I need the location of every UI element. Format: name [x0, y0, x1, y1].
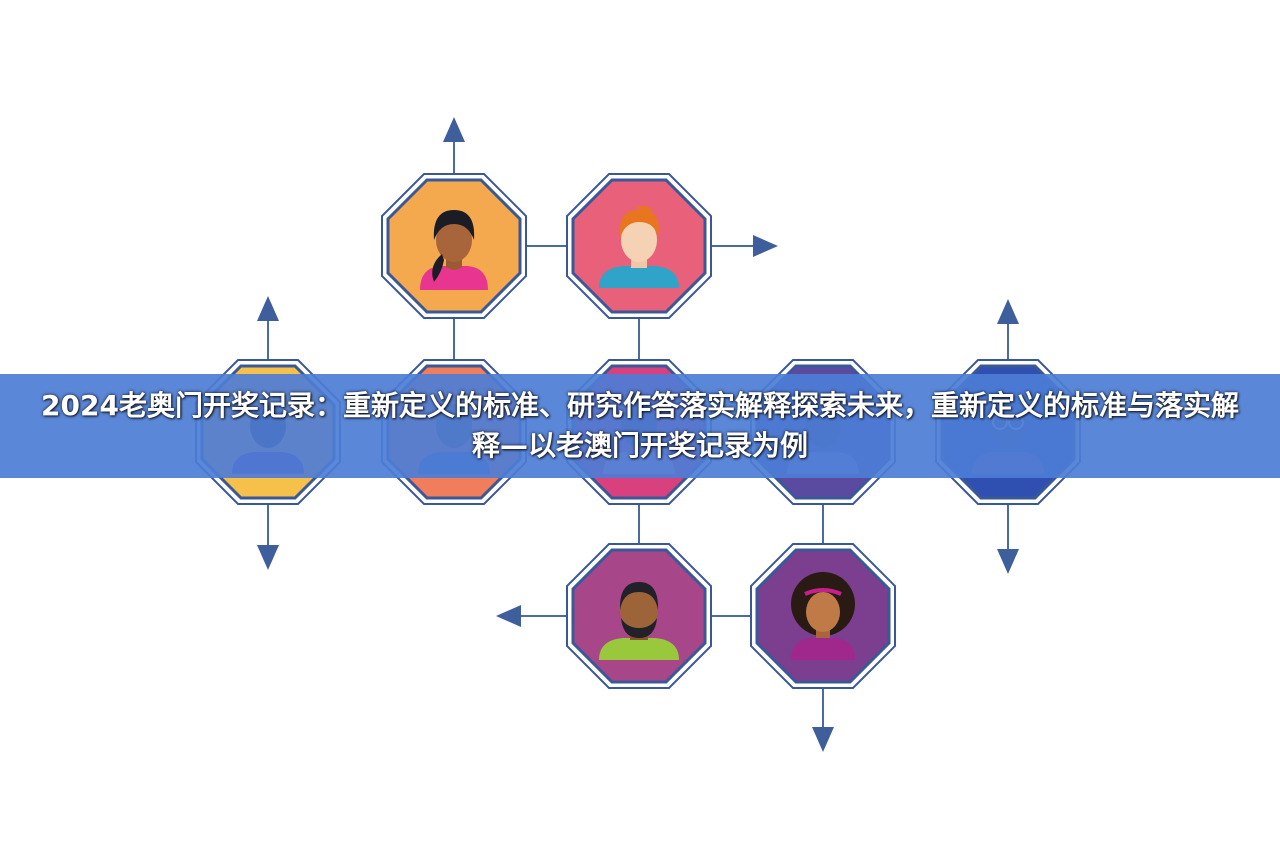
connector-lines [267, 140, 1009, 728]
arrow-up-icon [257, 296, 279, 321]
arrow-down-icon [997, 549, 1019, 574]
node-top-left [381, 173, 527, 319]
arrow-left-icon [496, 605, 521, 627]
arrow-up-icon [443, 117, 465, 142]
woman-ponytail-icon [420, 210, 488, 290]
arrow-right-icon [753, 235, 778, 257]
woman-curly-hair-icon [791, 572, 855, 660]
arrow-down-icon [812, 727, 834, 752]
arrow-down-icon [257, 545, 279, 570]
arrow-up-icon [997, 299, 1019, 324]
man-beard-icon [599, 582, 679, 660]
page-title: 2024老奥门开奖记录：重新定义的标准、研究作答落实解释探索未来，重新定义的标准… [41, 389, 1239, 462]
node-top-right [566, 173, 712, 319]
node-bottom-left [566, 543, 712, 689]
man-orange-hair-icon [599, 205, 679, 288]
node-bottom-right [750, 543, 896, 689]
arrowheads [257, 117, 1019, 752]
title-banner: 2024老奥门开奖记录：重新定义的标准、研究作答落实解释探索未来，重新定义的标准… [0, 374, 1280, 478]
